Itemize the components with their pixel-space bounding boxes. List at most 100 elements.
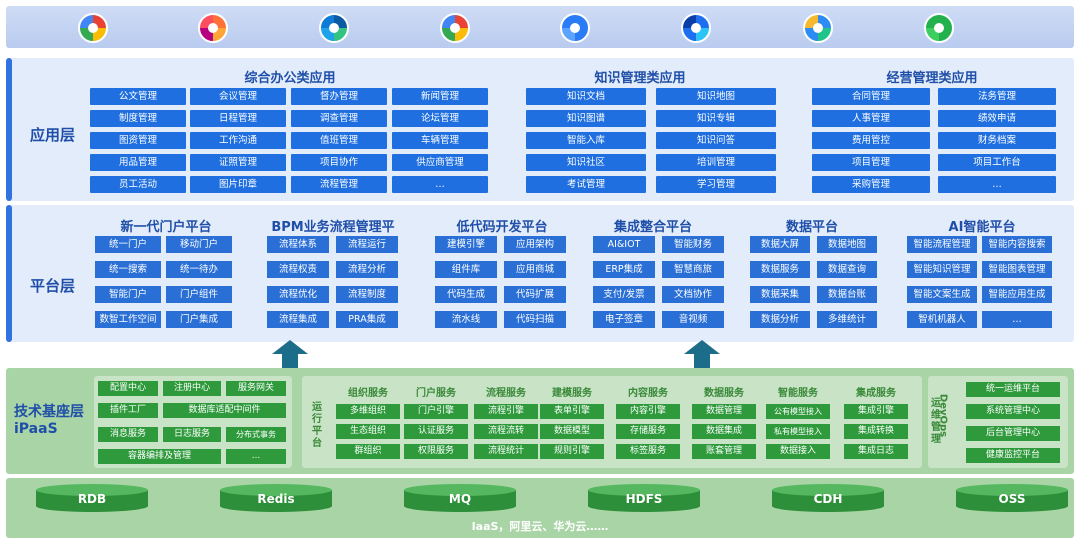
service-item: 内容引擎 [616, 404, 680, 419]
browser-bar [6, 6, 1074, 48]
platform-item: 智能流程管理 [907, 236, 977, 253]
app-knowledge-item: 学习管理 [656, 176, 776, 193]
service-item: 权限服务 [404, 444, 468, 459]
platform-item: 智能知识管理 [907, 261, 977, 278]
service-item: 集成日志 [844, 444, 908, 459]
db-cylinder: MQ [404, 484, 516, 512]
service-item: 多维组织 [336, 404, 400, 419]
platform-section-title: 低代码开发平台 [456, 220, 548, 235]
app-business-item: 费用管控 [812, 132, 930, 149]
platform-item: 电子签章 [593, 311, 655, 328]
platform-item: 数据采集 [750, 286, 810, 303]
platform-item: 数智工作空间 [95, 311, 161, 328]
platform-item: 流程分析 [336, 261, 398, 278]
db-label: HDFS [625, 492, 663, 506]
lark-icon-center [691, 23, 701, 33]
service-title: 集成服务 [856, 388, 896, 399]
service-item: 表单引擎 [540, 404, 604, 419]
service-item: 群组织 [336, 444, 400, 459]
platform-item: 数据服务 [750, 261, 810, 278]
platform-item: 流程运行 [336, 236, 398, 253]
service-title: 流程服务 [486, 388, 526, 399]
db-label: Redis [257, 492, 295, 506]
db-label: MQ [448, 492, 472, 506]
tech-layer-label-line1: 技术基座层 [14, 404, 84, 420]
up-arrow-right [684, 340, 720, 368]
platform-item: 智能文案生成 [907, 286, 977, 303]
app-knowledge-item: 考试管理 [526, 176, 646, 193]
app-office-item: 制度管理 [90, 110, 186, 127]
db-cylinder: CDH [772, 484, 884, 512]
app-office-item: 论坛管理 [392, 110, 488, 127]
platform-section-title: 新一代门户平台 [120, 220, 212, 235]
app-business-item: 法务管理 [938, 88, 1056, 105]
app-knowledge-item: 智能入库 [526, 132, 646, 149]
platform-item: 应用架构 [504, 236, 566, 253]
platform-section-title: AI智能平台 [948, 220, 1016, 235]
platform-item: 智能财务 [662, 236, 724, 253]
ops-item: 健康监控平台 [966, 448, 1060, 463]
tech-left-item: 日志服务 [163, 427, 221, 442]
app-business-item: 项目工作台 [938, 154, 1056, 171]
service-item: 流程统计 [474, 444, 538, 459]
platform-item: 智能应用生成 [982, 286, 1052, 303]
db-cylinder: HDFS [588, 484, 700, 512]
app-business-item: 合同管理 [812, 88, 930, 105]
chrome-icon-center [88, 23, 98, 33]
chat-icon [803, 13, 833, 43]
app-office-item: 供应商管理 [392, 154, 488, 171]
firefox-icon-center [208, 23, 218, 33]
service-item: 数据集成 [692, 424, 756, 439]
platform-item: 智机机器人 [907, 311, 977, 328]
app-business-item: … [938, 176, 1056, 193]
service-item: 账套管理 [692, 444, 756, 459]
platform-layer-label: 平台层 [30, 277, 76, 295]
app-knowledge-item: 知识图谱 [526, 110, 646, 127]
service-item: 私有模型接入 [766, 424, 830, 439]
service-item: 集成转换 [844, 424, 908, 439]
app-office-title: 综合办公类应用 [244, 71, 336, 86]
platform-item: 音视频 [662, 311, 724, 328]
tech-left-item: 分布式事务 [226, 427, 286, 442]
app-business-item: 财务档案 [938, 132, 1056, 149]
platform-item: 智能图表管理 [982, 261, 1052, 278]
platform-item: 门户集成 [166, 311, 232, 328]
ops-item: 统一运维平台 [966, 382, 1060, 397]
tech-layer-label-line2: iPaaS [14, 421, 58, 437]
platform-item: ERP集成 [593, 261, 655, 278]
platform-item: 数据地图 [817, 236, 877, 253]
platform-item: 统一门户 [95, 236, 161, 253]
tech-left-item: 配置中心 [98, 381, 158, 396]
edge-icon-center [329, 23, 339, 33]
platform-item: 数据查询 [817, 261, 877, 278]
platform-item: 智能门户 [95, 286, 161, 303]
platform-item: 流程集成 [267, 311, 329, 328]
platform-section-title: 集成整合平台 [613, 220, 692, 235]
app-office-item: 图资管理 [90, 132, 186, 149]
app-business-item: 采购管理 [812, 176, 930, 193]
platform-item: 建模引擎 [435, 236, 497, 253]
platform-item: 多维统计 [817, 311, 877, 328]
infra-layer-panel [6, 478, 1074, 538]
platform-item: AI&IOT [593, 236, 655, 253]
service-item: 存储服务 [616, 424, 680, 439]
ops-item: 后台管理中心 [966, 426, 1060, 441]
app-business-item: 绩效申请 [938, 110, 1056, 127]
app-office-item: 会议管理 [190, 88, 286, 105]
platform-item: 智能内容搜索 [982, 236, 1052, 253]
platform-item: 智慧商旅 [662, 261, 724, 278]
tech-layer-label: 技术基座层 iPaaS [14, 404, 84, 438]
service-item: 流程引擎 [474, 404, 538, 419]
app-office-item: 用品管理 [90, 154, 186, 171]
dingtalk-icon-center [934, 23, 944, 33]
platform-item: 流程制度 [336, 286, 398, 303]
service-item: 数据管理 [692, 404, 756, 419]
dingtalk-icon [924, 13, 954, 43]
platform-item: 组件库 [435, 261, 497, 278]
service-item: 规则引擎 [540, 444, 604, 459]
service-item: 标签服务 [616, 444, 680, 459]
tech-left-item: 容器编排及管理 [98, 449, 221, 464]
service-title: 组织服务 [348, 388, 388, 399]
platform-item: 统一待办 [166, 261, 232, 278]
platform-item: 数据大屏 [750, 236, 810, 253]
